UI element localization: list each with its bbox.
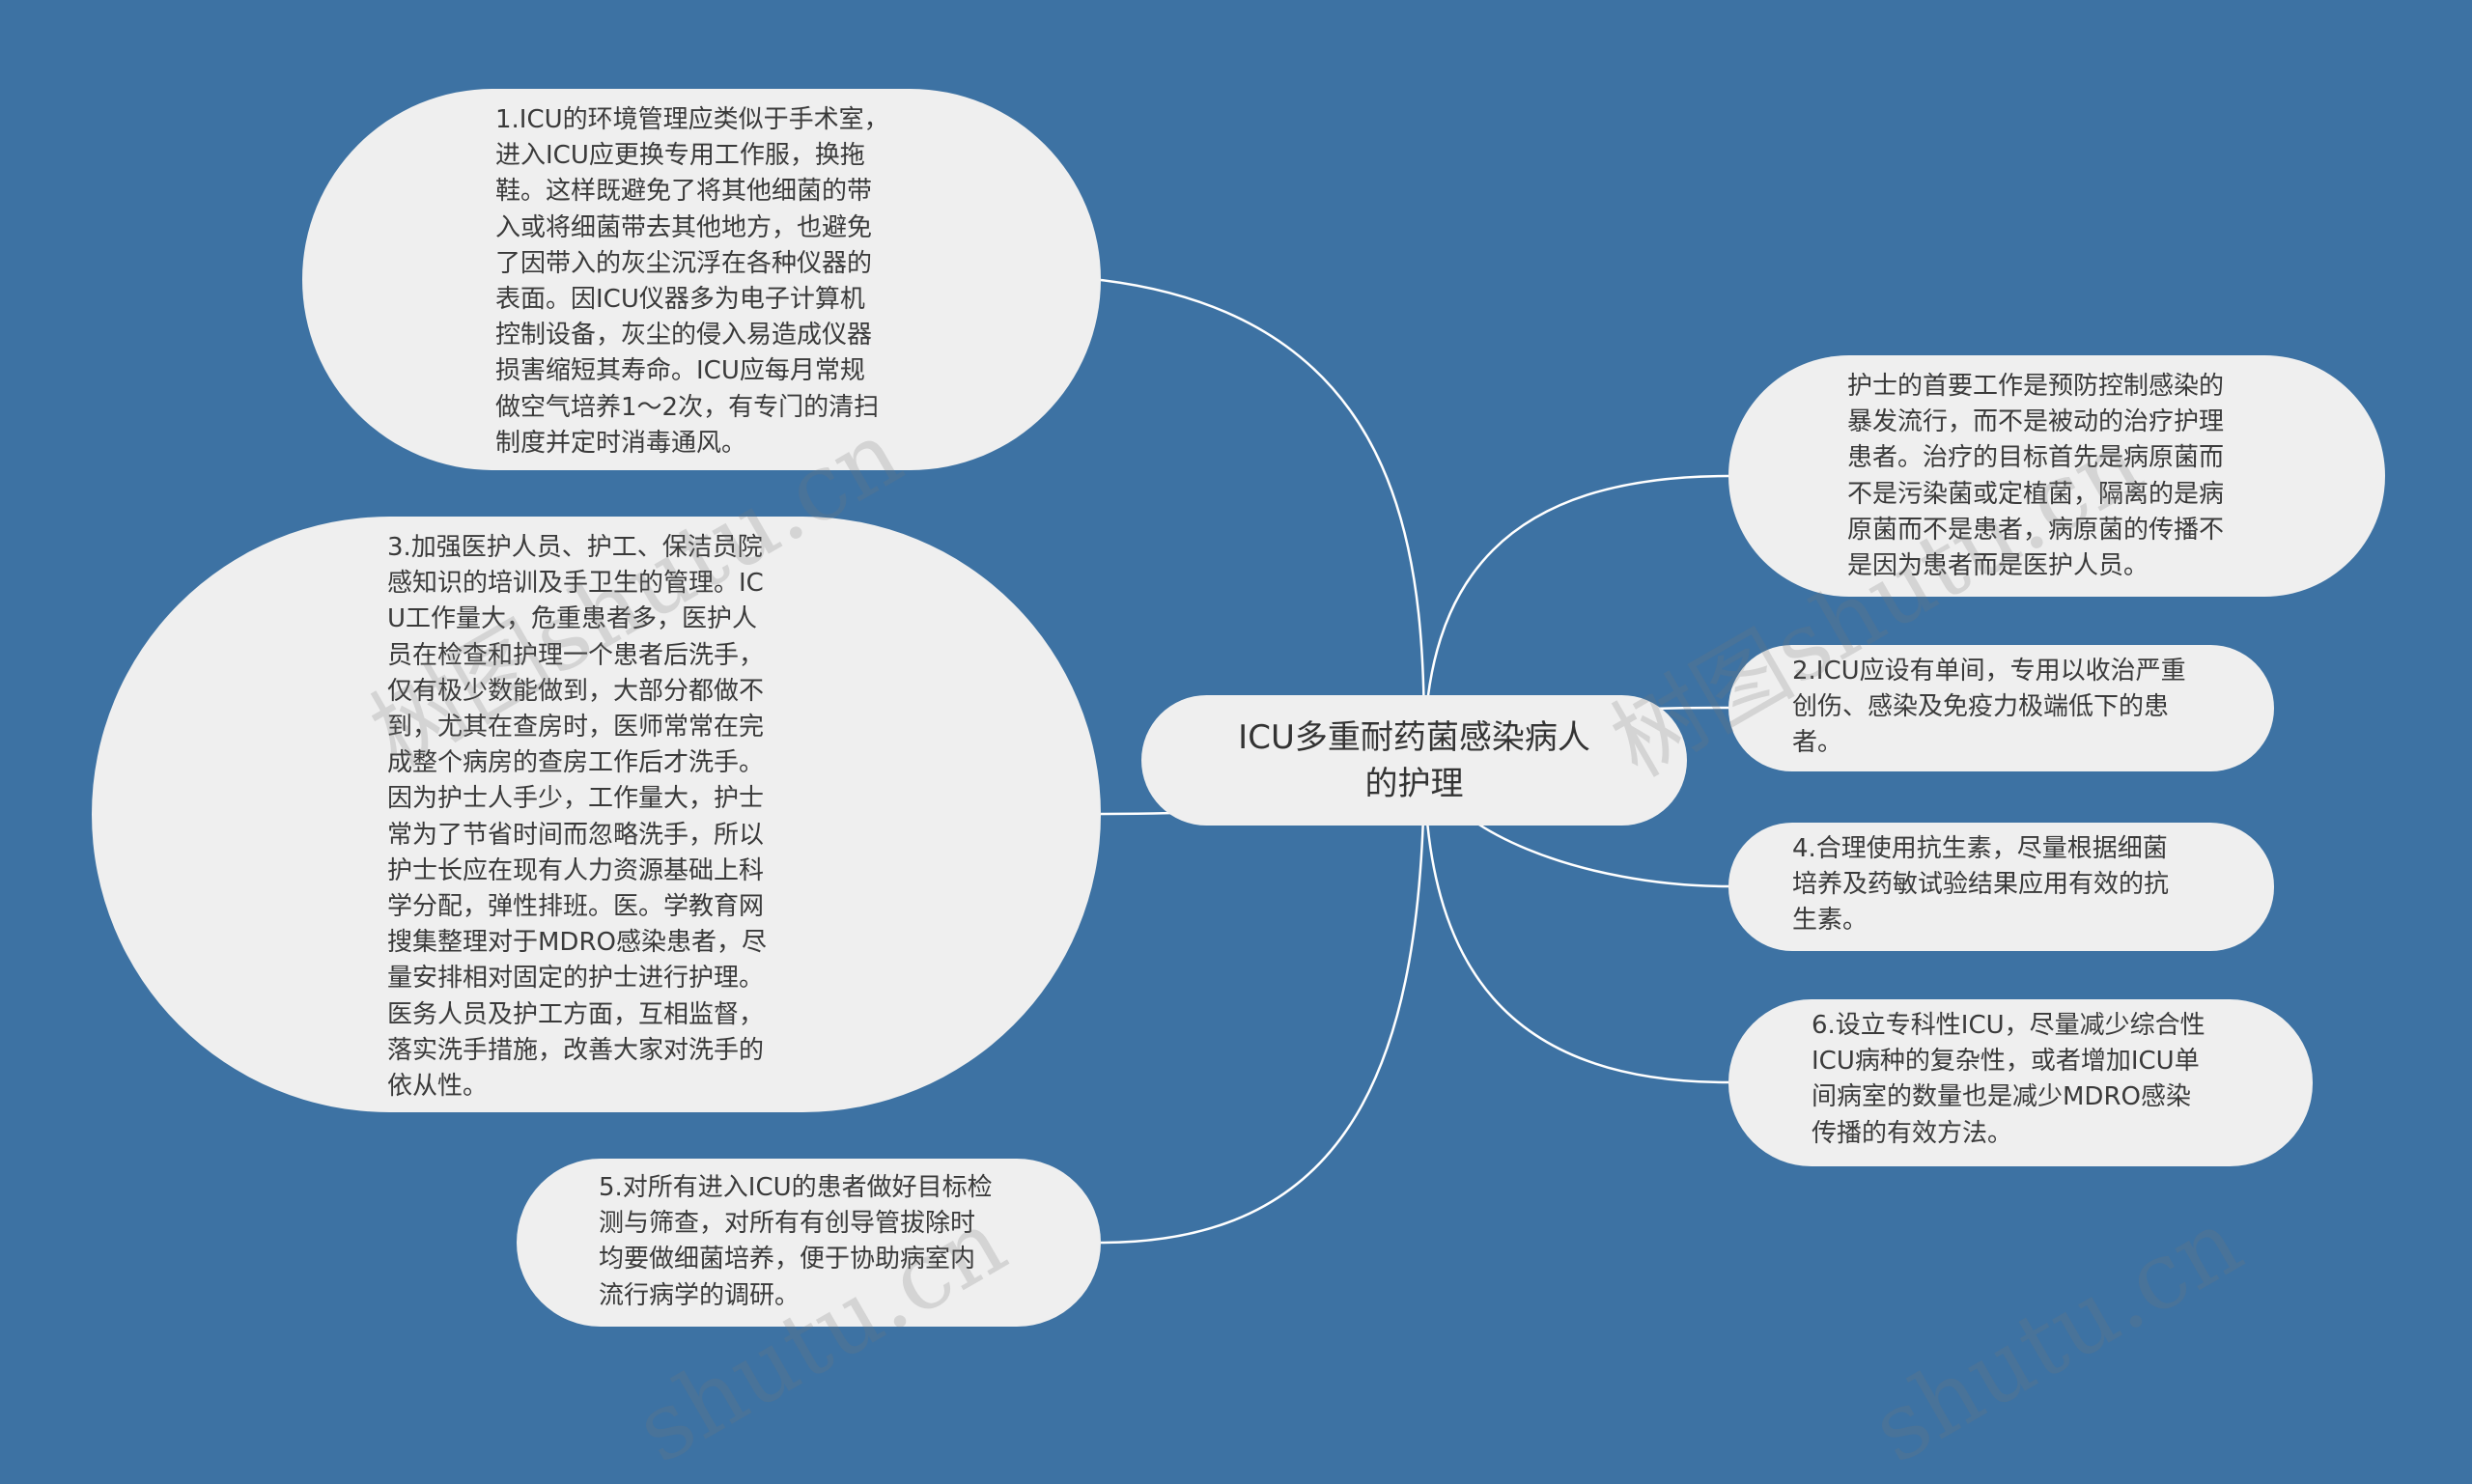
- link-b0: [1422, 474, 1729, 759]
- topic-node-1[interactable]: 1.ICU的环境管理应类似于手术室， 进入ICU应更换专用工作服，换拖 鞋。这样…: [302, 89, 1101, 470]
- topic-node-2[interactable]: 2.ICU应设有单间，专用以收治严重 创伤、感染及免疫力极端低下的患 者。: [1728, 645, 2274, 771]
- topic-node-4-text: 4.合理使用抗生素，尽量根据细菌 培养及药敏试验结果应用有效的抗 生素。: [1792, 834, 2170, 936]
- topic-node-0[interactable]: 护士的首要工作是预防控制感染的 暴发流行，而不是被动的治疗护理 患者。治疗的目标…: [1728, 355, 2385, 597]
- link-b1: [1100, 278, 1426, 759]
- topic-node-6[interactable]: 6.设立专科性ICU，尽量减少综合性 ICU病种的复杂性，或者增加ICU单 间病…: [1728, 999, 2313, 1166]
- topic-node-1-text: 1.ICU的环境管理应类似于手术室， 进入ICU应更换专用工作服，换拖 鞋。这样…: [495, 105, 889, 458]
- topic-node-0-text: 护士的首要工作是预防控制感染的 暴发流行，而不是被动的治疗护理 患者。治疗的目标…: [1847, 372, 2225, 581]
- topic-node-3-text: 3.加强医护人员、护工、保洁员院 感知识的培训及手卫生的管理。IC U工作量大，…: [387, 533, 767, 1102]
- topic-node-2-text: 2.ICU应设有单间，专用以收治严重 创伤、感染及免疫力极端低下的患 者。: [1792, 657, 2186, 758]
- topic-node-6-text: 6.设立专科性ICU，尽量减少综合性 ICU病种的复杂性，或者增加ICU单 间病…: [1812, 1011, 2205, 1148]
- topic-node-5[interactable]: 5.对所有进入ICU的患者做好目标检 测与筛查，对所有有创导管拔除时 均要做细菌…: [517, 1159, 1101, 1327]
- central-topic-text: ICU多重耐药菌感染病人 的护理: [1238, 718, 1590, 803]
- link-b6: [1422, 757, 1729, 1084]
- central-topic[interactable]: ICU多重耐药菌感染病人 的护理: [1141, 695, 1687, 826]
- topic-node-4[interactable]: 4.合理使用抗生素，尽量根据细菌 培养及药敏试验结果应用有效的抗 生素。: [1728, 823, 2274, 951]
- topic-node-5-text: 5.对所有进入ICU的患者做好目标检 测与筛查，对所有有创导管拔除时 均要做细菌…: [599, 1173, 993, 1310]
- topic-node-3[interactable]: 3.加强医护人员、护工、保洁员院 感知识的培训及手卫生的管理。IC U工作量大，…: [92, 517, 1101, 1112]
- link-b5: [1100, 757, 1426, 1245]
